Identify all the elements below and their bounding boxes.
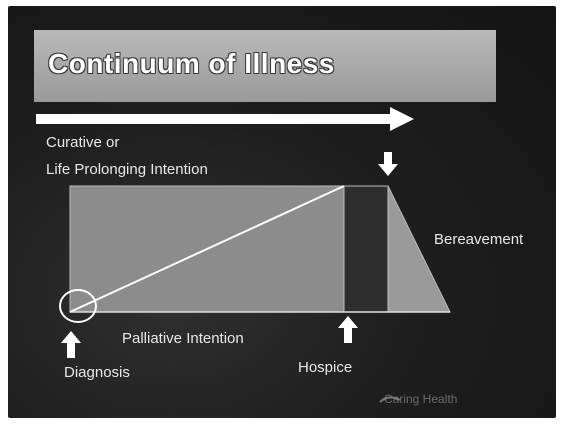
continuum-arrow: [36, 107, 414, 131]
hospice-down-arrow-icon: [378, 152, 398, 176]
slide: Continuum of Illness: [8, 6, 556, 418]
hospice-band: [343, 185, 389, 313]
diagnosis-label: Diagnosis: [64, 364, 130, 381]
bereavement-triangle: [387, 185, 451, 313]
intention-boundary-line: [69, 185, 345, 313]
palliative-label: Palliative Intention: [122, 330, 244, 347]
title-bar: Continuum of Illness: [34, 30, 496, 102]
diagnosis-up-arrow-icon: [61, 331, 81, 358]
hospice-up-arrow-icon: [338, 316, 358, 343]
curative-label-line1: Curative or: [46, 134, 120, 151]
continuum-diagram: [36, 107, 451, 403]
slide-title: Continuum of Illness: [48, 48, 335, 79]
illness-box: [69, 185, 389, 313]
bereavement-label: Bereavement: [434, 231, 524, 248]
watermark-logo-icon: [379, 396, 401, 403]
diagnosis-circle: [59, 289, 97, 323]
curative-label-line2: Life Prolonging Intention: [46, 161, 208, 178]
hospice-label: Hospice: [298, 359, 353, 376]
watermark-text: Caring Health: [384, 392, 458, 406]
